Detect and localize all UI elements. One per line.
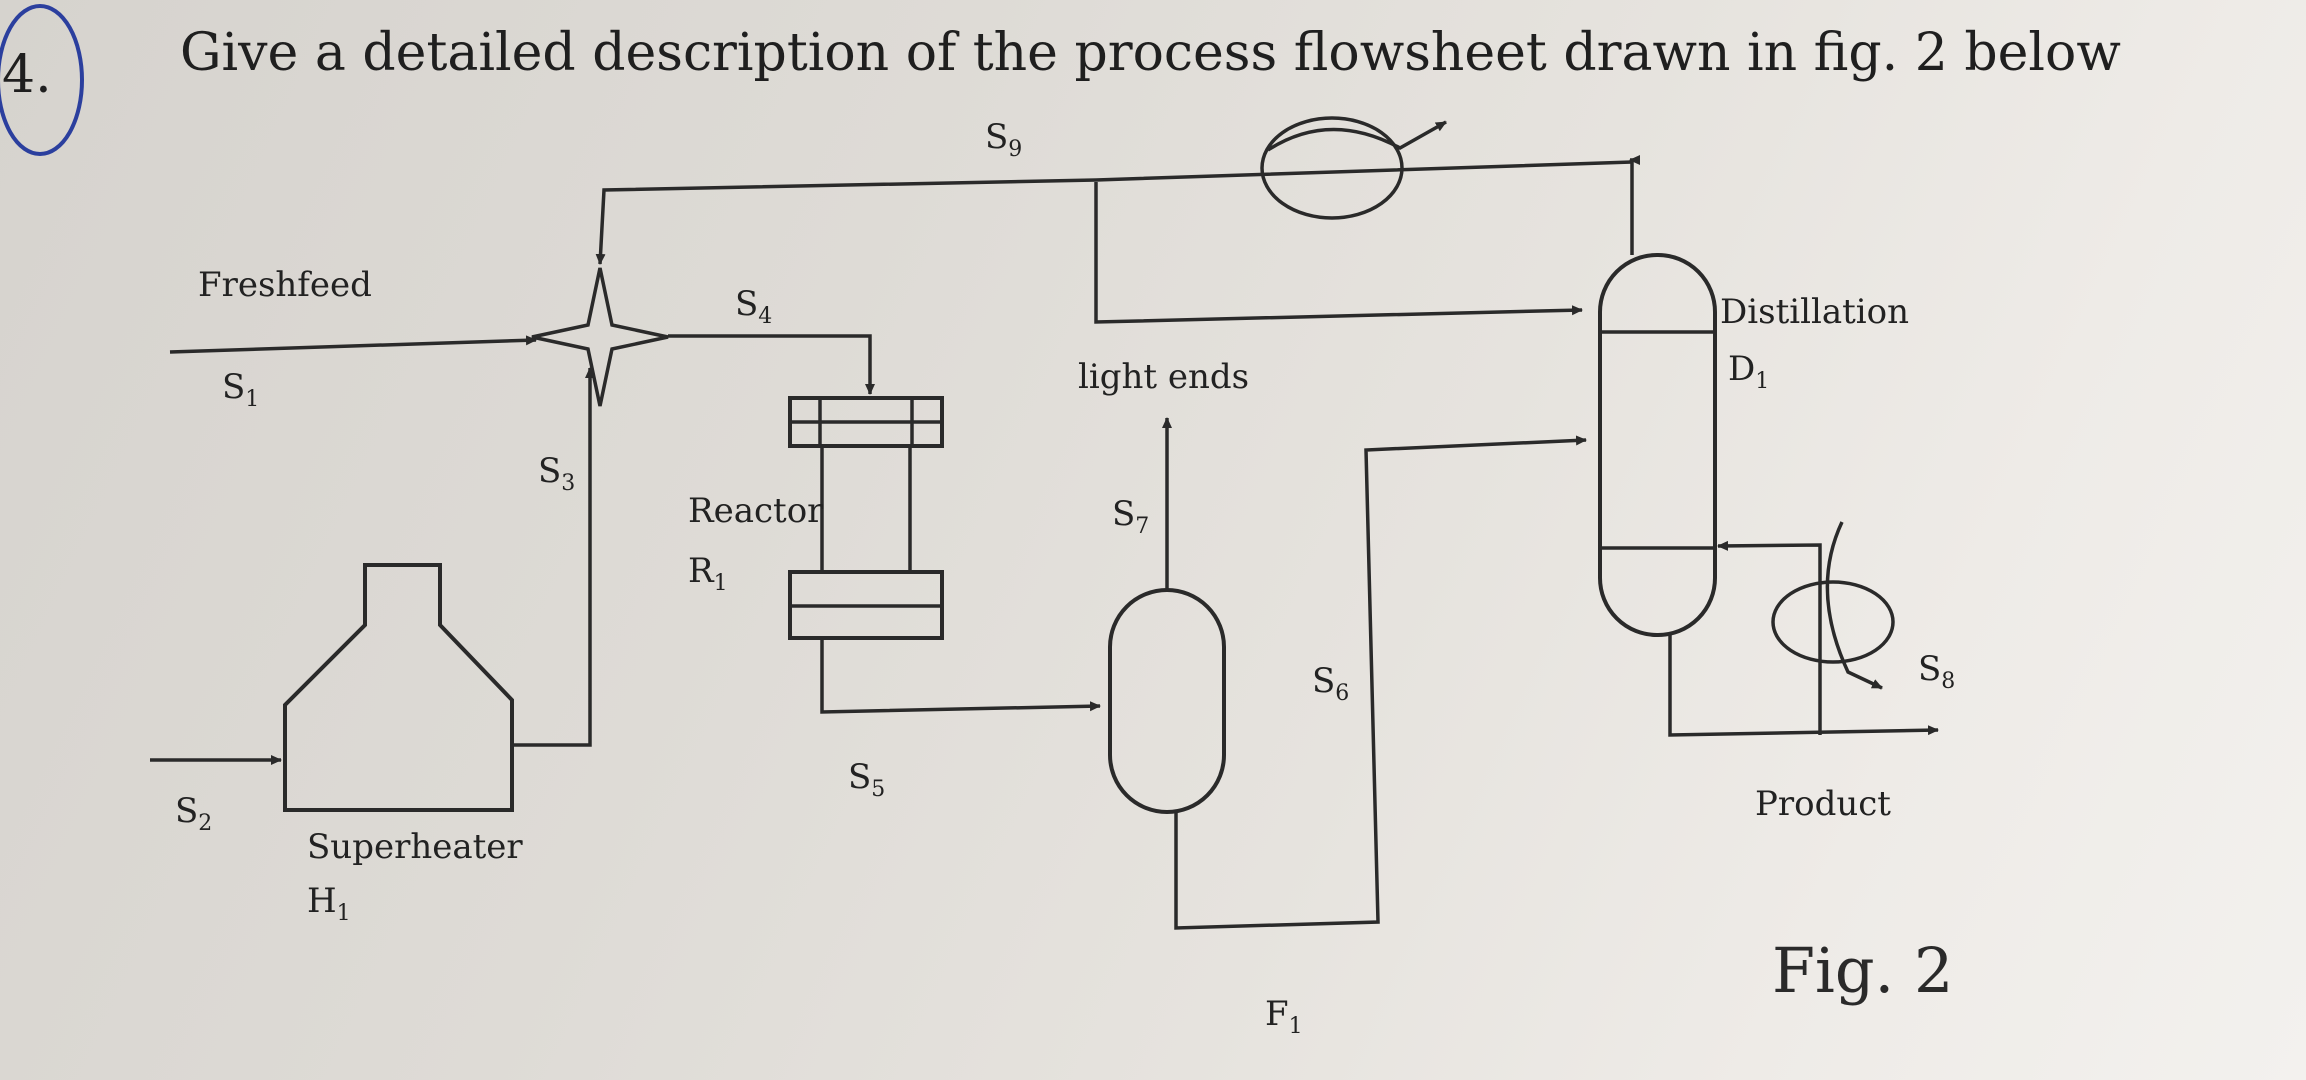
superheater-name: Superheater [307, 827, 523, 867]
stream-s8-label: Product [1755, 784, 1891, 824]
stream-s7-tag: S7 [1112, 494, 1149, 539]
question-text: Give a detailed description of the proce… [180, 23, 2121, 83]
stream-s1-label: Freshfeed [198, 265, 372, 305]
question-number: 4. [2, 45, 52, 105]
reboiler-heating [1825, 521, 1883, 690]
stream-s4-tag: S4 [735, 284, 772, 329]
column-overhead [1629, 155, 1640, 255]
stream-s1 [169, 335, 537, 354]
question-number-circle [0, 4, 84, 156]
stream-s6-tag: S6 [1312, 661, 1349, 706]
superheater-h1 [283, 563, 514, 812]
stream-s8 [1668, 635, 1939, 737]
stream-s3 [512, 367, 595, 747]
stream-s8-tag: S8 [1918, 649, 1955, 694]
reflux-line [1094, 182, 1583, 324]
condenser [1260, 116, 1404, 220]
reactor-name: Reactor [688, 491, 824, 531]
stream-s9 [595, 160, 1633, 265]
condenser-coolant [1267, 120, 1447, 152]
stream-s7-label: light ends [1078, 357, 1249, 397]
stream-s3-tag: S3 [538, 451, 575, 496]
stream-s4 [668, 334, 875, 395]
reactor-r1 [788, 396, 944, 640]
stream-s6 [1174, 435, 1587, 930]
flash-drum-f1 [1108, 588, 1226, 814]
stream-s9-tag: S9 [985, 117, 1022, 162]
stream-s2-tag: S2 [175, 791, 212, 836]
distillation-name: Distillation [1720, 292, 1909, 332]
superheater-tag: H1 [307, 881, 351, 926]
stream-s5 [820, 638, 1101, 714]
stream-s1-tag: S1 [222, 367, 259, 412]
reboiler [1771, 580, 1895, 664]
mixer [531, 267, 669, 407]
reactor-tag: R1 [688, 551, 728, 596]
flash-tag: F1 [1265, 994, 1303, 1039]
stream-s5-tag: S5 [848, 757, 885, 802]
distillation-tag: D1 [1728, 349, 1769, 394]
reboiler-return [1717, 540, 1822, 735]
figure-caption: Fig. 2 [1772, 934, 1953, 1007]
distillation-column-d1 [1598, 253, 1717, 637]
